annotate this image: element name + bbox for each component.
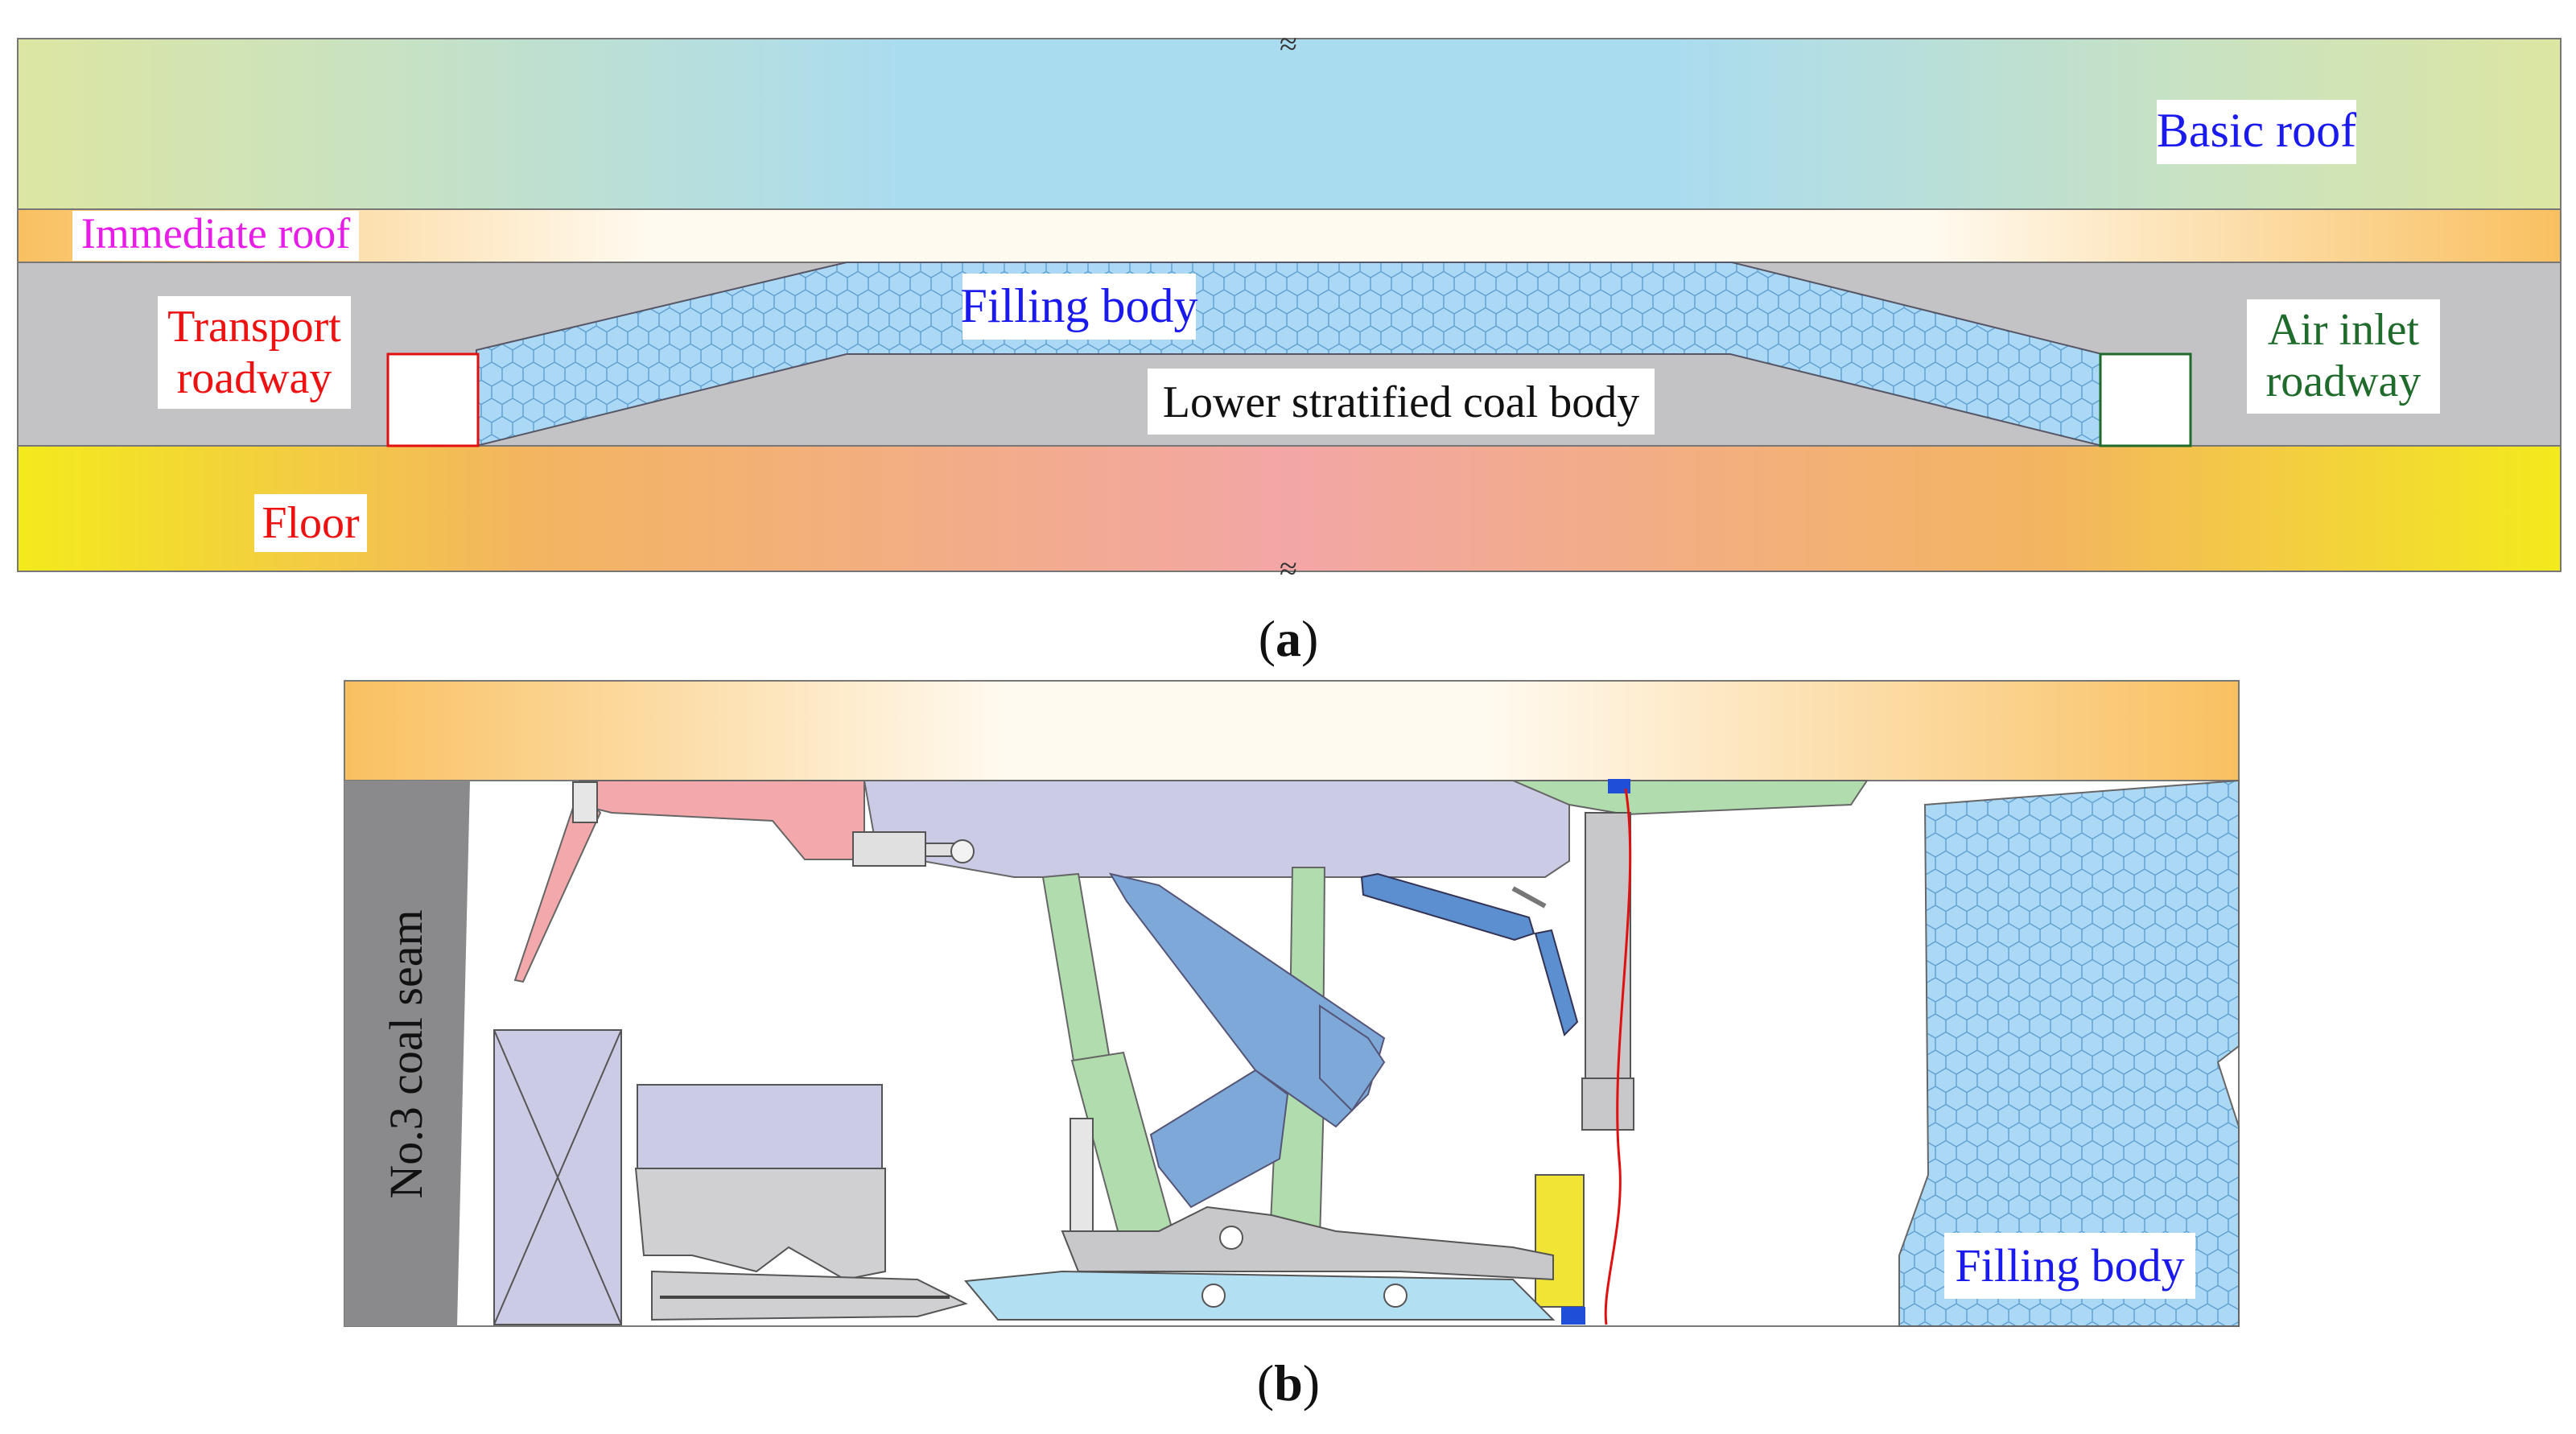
coal-seam-label: No.3 coal seam <box>380 909 432 1198</box>
rear-jack-upper <box>1360 872 1535 942</box>
caption-b-letter: b <box>1274 1354 1303 1411</box>
tail-blue-foot <box>1561 1307 1585 1325</box>
support-link-lower <box>1149 1069 1289 1209</box>
support-base-lower <box>964 1270 1556 1321</box>
air-inlet-roadway-label-line1: Air inlet <box>2268 305 2420 355</box>
top-break-mark: ≈ <box>1280 26 1297 62</box>
rear-jack-rod <box>1511 886 1547 909</box>
transport-roadway-opening <box>386 352 480 447</box>
lower-coal-label: Lower stratified coal body <box>1163 377 1639 427</box>
front-hinge <box>572 781 598 823</box>
coal-seam-wall <box>344 781 470 1326</box>
base-hole-3 <box>1383 1284 1408 1308</box>
filling-body-label-a: Filling body <box>960 279 1197 332</box>
hydraulic-hose <box>1604 788 1632 1325</box>
basic-roof-layer <box>17 38 2562 210</box>
support-link-knuckle <box>1319 1004 1386 1112</box>
air-inlet-roadway-label-line2: roadway <box>2266 356 2421 406</box>
transport-roadway-label-line1: Transport <box>167 302 341 352</box>
support-base-upper <box>1061 1205 1554 1281</box>
shearer-drum-cross-2 <box>493 1029 622 1325</box>
base-hole-2 <box>1201 1284 1226 1308</box>
filling-body-region-b <box>1898 779 2240 1327</box>
immediate-roof-label: Immediate roof <box>81 209 350 258</box>
filling-body-label-b: Filling body <box>1955 1239 2184 1292</box>
base-hole-1 <box>1219 1226 1243 1250</box>
front-jack-pin <box>950 839 975 863</box>
roof-layer-b <box>344 680 2240 781</box>
air-inlet-roadway-opening <box>2099 352 2192 447</box>
caption-b: (b) <box>1257 1354 1320 1411</box>
basic-roof-label: Basic roof <box>2157 104 2356 157</box>
floor-layer <box>17 445 2562 572</box>
support-rear-shield <box>1512 780 1869 816</box>
immediate-roof-layer <box>17 208 2562 263</box>
shearer-chassis <box>634 1168 886 1281</box>
panel-b: No.3 coal seam Filling body <box>344 680 2240 1327</box>
base-stop-post <box>1070 1118 1094 1232</box>
caption-a: (a) <box>1259 610 1319 667</box>
tail-post-lower <box>1581 1078 1634 1131</box>
transport-roadway-label-line2: roadway <box>177 353 332 403</box>
tail-post-upper <box>1585 812 1631 1079</box>
caption-a-letter: a <box>1276 610 1301 667</box>
bottom-break-mark: ≈ <box>1280 550 1297 587</box>
rear-jack-lower <box>1534 929 1579 1036</box>
panel-a: ≈ ≈ Basic roof Immediate roof Filling bo… <box>17 26 2562 667</box>
support-canopy <box>863 780 1570 878</box>
floor-label: Floor <box>262 498 360 548</box>
tail-yellow-unit <box>1535 1174 1585 1308</box>
shearer-body <box>637 1084 883 1169</box>
front-jack-cylinder <box>852 831 926 867</box>
